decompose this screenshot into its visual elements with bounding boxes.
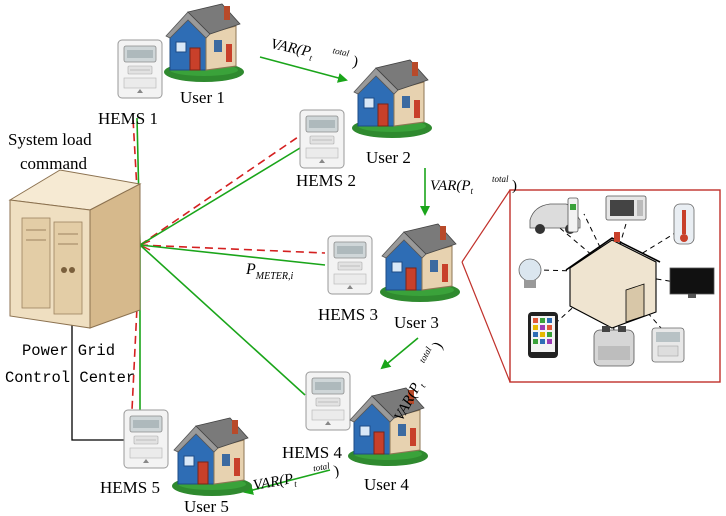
hems-1-label: HEMS 1	[98, 109, 158, 128]
power-grid-server-icon	[8, 169, 142, 329]
svg-text:): )	[333, 463, 341, 480]
user-2-label: User 2	[366, 148, 411, 167]
system-load-label-line1: System load	[8, 130, 92, 149]
svg-text:total: total	[492, 174, 509, 184]
house-5-icon	[171, 417, 253, 497]
direct-control-link	[71, 322, 124, 441]
system-load-label-line2: command	[20, 154, 88, 173]
meter-1-icon	[117, 39, 163, 99]
svg-text:): )	[351, 54, 359, 71]
green-links	[136, 117, 326, 410]
svg-text:PMETER,i: PMETER,i	[245, 261, 293, 282]
meter-3-icon	[327, 235, 373, 295]
house-3-icon	[379, 223, 461, 303]
svg-text:total: total	[417, 345, 434, 365]
meter-4-icon	[305, 371, 351, 431]
meter-5-icon	[123, 409, 169, 469]
user-3-label: User 3	[394, 313, 439, 332]
meter-2-icon	[299, 109, 345, 169]
television-icon	[669, 267, 715, 298]
hems-5-label: HEMS 5	[100, 478, 160, 497]
thermostat-icon	[673, 203, 695, 245]
hems-3-label: HEMS 3	[318, 305, 378, 324]
var-label-4: VAR(Pt total )	[252, 461, 341, 496]
house-1-icon	[163, 3, 245, 83]
smartphone-icon	[528, 312, 558, 358]
svg-text:): )	[430, 340, 446, 352]
hems-4-label: HEMS 4	[282, 443, 342, 462]
svg-text:VAR(Pt: VAR(Pt	[252, 471, 298, 496]
control-center-label-line2: Control Center	[5, 369, 135, 387]
toaster-icon	[593, 326, 635, 367]
var-arrows	[243, 56, 430, 495]
house-2-icon	[351, 59, 433, 139]
pmeter-label: PMETER,i	[245, 261, 293, 282]
user-1-label: User 1	[180, 88, 225, 107]
svg-text:total: total	[332, 45, 351, 58]
light-bulb-icon	[518, 258, 542, 288]
ev-charger-icon	[567, 197, 579, 233]
var-label-2: VAR(Pt total )	[430, 174, 517, 196]
svg-text:): )	[512, 178, 517, 194]
svg-text:VAR(Pt: VAR(Pt	[269, 36, 315, 63]
user-4-label: User 4	[364, 475, 409, 494]
microwave-icon	[605, 195, 647, 221]
smart-meter-icon	[651, 327, 685, 363]
control-center-label-line1: Power Grid	[22, 342, 115, 360]
svg-text:VAR(Pt: VAR(Pt	[430, 178, 474, 196]
var-label-1: VAR(Pt total )	[269, 36, 359, 71]
svg-text:total: total	[312, 461, 330, 474]
user-5-label: User 5	[184, 497, 229, 516]
home-hub-icon	[565, 232, 661, 329]
hems-2-label: HEMS 2	[296, 171, 356, 190]
appliance-panel	[461, 189, 721, 383]
